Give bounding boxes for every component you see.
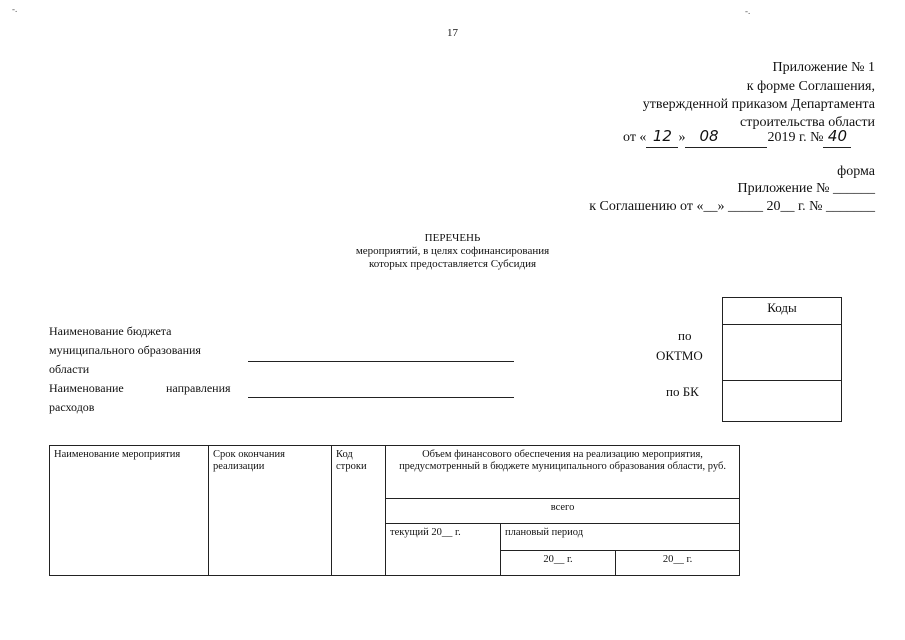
direction-field[interactable] (248, 397, 514, 398)
header-deadline: Срок окончания реализации (208, 445, 332, 576)
direction-label-word-2: направления (166, 381, 231, 395)
appendix-line-2: к форме Соглашения, (746, 79, 875, 94)
page-number: 17 (447, 27, 458, 39)
codes-box: Коды (722, 297, 842, 422)
handwritten-month: 08 (685, 127, 768, 148)
date-quote-close: » (678, 130, 686, 145)
date-year-and-number: 2019 г. № (767, 130, 824, 145)
po-bk-label: по БК (666, 384, 699, 399)
header-total: всего (384, 498, 741, 524)
budget-name-label-3: области (49, 362, 90, 376)
appendix-line-4: строительства области (740, 115, 875, 130)
form-label: форма (837, 164, 875, 179)
document-subtitle-2: которых предоставляется Субсидия (368, 258, 537, 270)
document-heading: ПЕРЕЧЕНЬ (424, 232, 481, 244)
direction-label-word-1: Наименование (49, 381, 124, 395)
appendix-line-1: Приложение № 1 (772, 60, 876, 75)
direction-label-line-2: расходов (49, 400, 95, 414)
appendix-line-3: утвержденной приказом Департамента (642, 97, 875, 112)
budget-name-label-1: Наименование бюджета (49, 324, 172, 338)
header-event-name: Наименование мероприятия (49, 445, 209, 576)
header-planned-year-1: 20__ г. (500, 550, 616, 576)
form-agreement-line: к Соглашению от «__» _____ 20__ г. № ___… (589, 199, 875, 214)
scan-mark-right: -. (745, 6, 751, 16)
header-planned-year-2: 20__ г. (614, 550, 741, 576)
header-row-code: Код строки (331, 445, 386, 576)
oktmo-code-cell[interactable] (723, 325, 841, 381)
events-table: Наименование мероприятия Срок окончания … (49, 445, 741, 576)
codes-header: Коды (723, 298, 841, 325)
handwritten-number: 40 (823, 127, 852, 148)
scan-mark-left: -. (12, 4, 18, 14)
form-appendix-number: Приложение № ______ (737, 181, 876, 196)
header-funding-volume: Объем финансового обеспечения на реализа… (384, 445, 741, 499)
bk-code-cell[interactable] (723, 381, 841, 421)
budget-name-label-2: муниципального образования (49, 343, 201, 357)
oktmo-label: ОКТМО (656, 348, 703, 363)
header-planned-period: плановый период (499, 523, 741, 551)
date-prefix: от « (623, 130, 647, 145)
handwritten-day: 12 (646, 127, 679, 148)
po-label: по (678, 328, 692, 343)
header-current-year: текущий 20__ г. (385, 523, 501, 576)
budget-name-field[interactable] (248, 361, 514, 362)
document-subtitle-1: мероприятий, в целях софинансирования (355, 245, 550, 257)
